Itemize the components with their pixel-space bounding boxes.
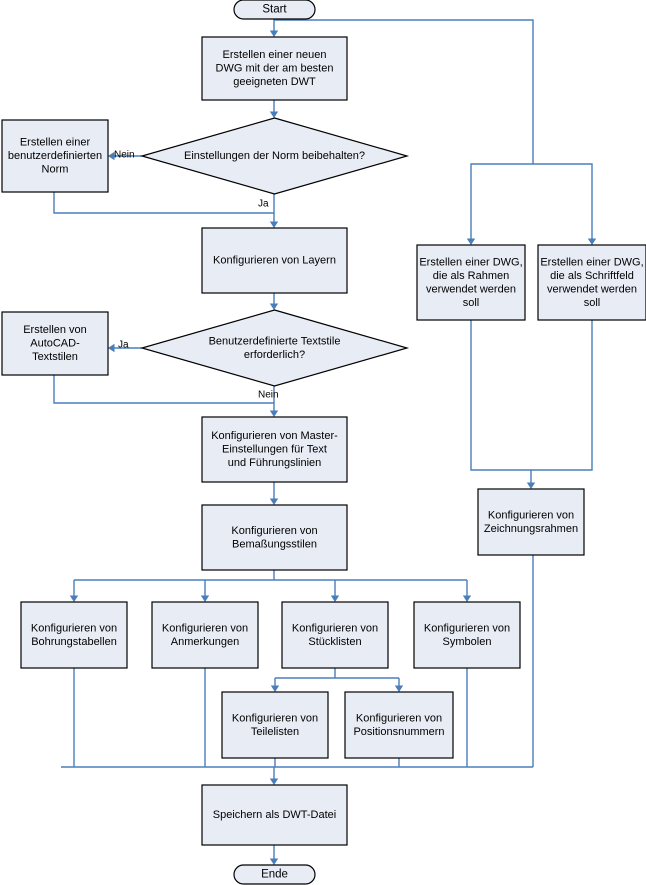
node-layer[interactable]: Konfigurieren von Layern xyxy=(201,227,348,294)
process-shape xyxy=(20,601,128,669)
process-shape xyxy=(221,691,329,759)
connector-e-fan-bohrung xyxy=(69,580,79,602)
edge-label-label-nein-textstil: Nein xyxy=(258,390,279,401)
process-shape xyxy=(201,227,348,294)
node-label-master-text: Konfigurieren von Master-Einstellungen f… xyxy=(211,430,338,469)
process-shape xyxy=(1,119,109,193)
connector-e-neuedwg-norm xyxy=(269,100,279,118)
connector-e-master-bemassung xyxy=(269,482,279,505)
connector-e-textstil-nein xyxy=(269,386,279,417)
process-shape xyxy=(413,601,521,669)
connector-e-rahmen-down xyxy=(470,320,536,489)
decision-shape xyxy=(139,309,410,387)
connector-e-fan-stuecklisten xyxy=(330,580,340,602)
process-shape xyxy=(537,244,646,321)
connector-e-start-neuedwg xyxy=(269,19,279,37)
connector-e-sub-positionsnummern xyxy=(394,678,404,692)
process-shape xyxy=(201,504,348,571)
process-shape xyxy=(477,488,585,556)
connector-e-branch-schriftfeld xyxy=(533,163,597,245)
process-shape xyxy=(201,416,348,483)
node-label-speichern-dwt: Speichern als DWT-Datei xyxy=(213,809,337,821)
process-shape xyxy=(201,784,348,846)
edges-layer xyxy=(53,19,597,865)
connector-e-branch-rahmen xyxy=(466,163,533,245)
node-label-layer: Konfigurieren von Layern xyxy=(213,254,336,266)
node-label-start: Start xyxy=(262,4,287,16)
connector-e-sub-teilelisten xyxy=(270,678,280,692)
process-shape xyxy=(416,244,526,321)
process-shape xyxy=(281,601,389,669)
node-speichern-dwt[interactable]: Speichern als DWT-Datei xyxy=(201,784,348,846)
connector-e-norm-ja xyxy=(269,194,279,228)
node-ende[interactable]: Ende xyxy=(233,864,316,885)
connector-e-bemassung-split xyxy=(74,570,467,581)
edge-label-label-nein-norm: Nein xyxy=(114,150,135,161)
process-shape xyxy=(201,36,348,101)
node-master-text[interactable]: Konfigurieren von Master-Einstellungen f… xyxy=(201,416,348,483)
process-shape xyxy=(1,311,109,376)
edge-label-label-ja-norm: Ja xyxy=(258,199,269,210)
connector-e-start-right xyxy=(274,19,534,164)
edge-label-label-ja-textstil: Ja xyxy=(118,340,129,351)
connector-e-norm-nein xyxy=(108,151,142,161)
terminal-shape xyxy=(233,0,316,20)
connector-e-collector-speichern xyxy=(269,767,279,785)
connector-e-speichern-ende xyxy=(269,845,279,865)
connector-e-schriftfeld-down xyxy=(531,320,593,471)
node-start[interactable]: Start xyxy=(233,0,316,20)
connector-e-stueck-split xyxy=(275,668,399,679)
terminal-shape xyxy=(233,864,316,885)
node-norm-entscheidung[interactable]: Einstellungen der Norm beibehalten? xyxy=(139,117,410,195)
connector-e-fan-anmerkungen xyxy=(200,580,210,602)
decision-shape xyxy=(139,117,410,195)
connector-e-textstil-ja xyxy=(108,343,142,353)
node-label-norm-entscheidung: Einstellungen der Norm beibehalten? xyxy=(184,150,365,162)
connector-e-autocad-join xyxy=(53,375,274,404)
connector-e-layer-textstil xyxy=(269,293,279,310)
process-shape xyxy=(344,691,454,759)
node-label-ende: Ende xyxy=(261,869,288,881)
connector-e-fan-symbolen xyxy=(462,580,472,602)
connector-e-benutzerdef-join xyxy=(53,192,274,214)
process-shape xyxy=(151,601,259,669)
